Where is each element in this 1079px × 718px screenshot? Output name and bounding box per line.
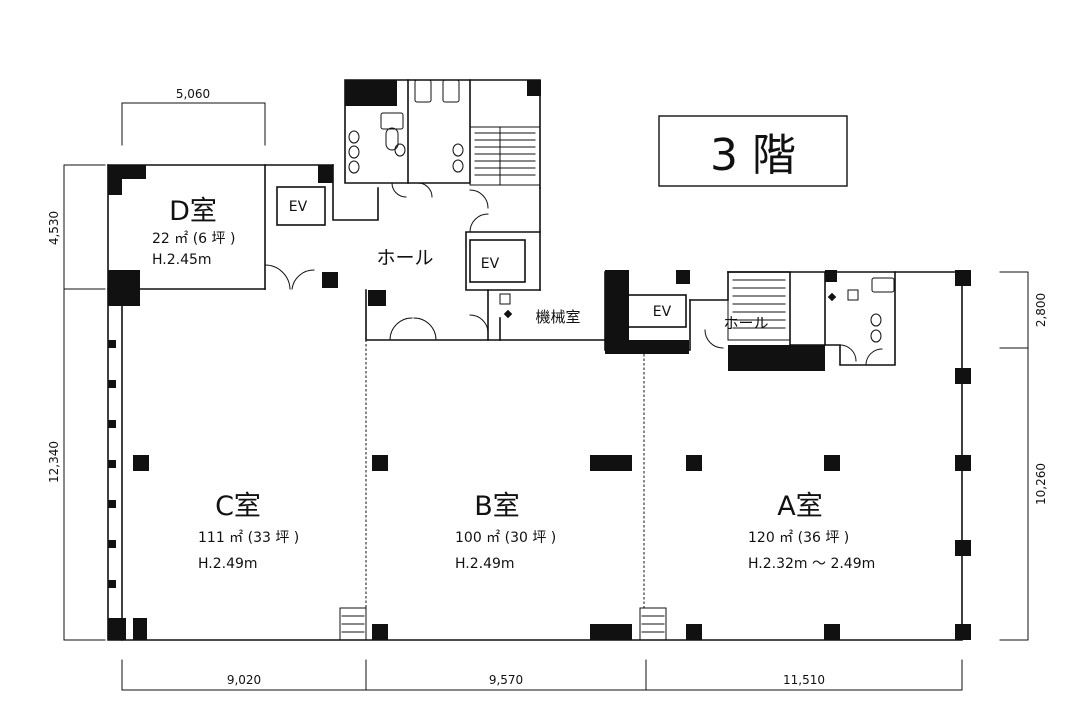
room-b-area: 100 ㎡ (30 坪 )	[455, 530, 556, 546]
room-a-height: H.2.32m 〜 2.49m	[748, 556, 875, 572]
hall-label: ホール	[376, 247, 433, 269]
room-a-area: 120 ㎡ (36 坪 )	[748, 530, 849, 546]
steps-c	[339, 607, 367, 641]
dim-top-d-width: 5,060	[176, 87, 210, 101]
room-d-area: 22 ㎡ (6 坪 )	[152, 231, 235, 247]
staircase-right	[727, 271, 791, 341]
dim-left-main-height: 12,340	[47, 441, 61, 483]
ev-label-1: EV	[289, 199, 308, 215]
dim-right-a-top: 2,800	[1034, 293, 1048, 327]
room-b-height: H.2.49m	[455, 556, 515, 572]
toilet-fixtures	[348, 79, 895, 343]
ev-label-2: EV	[481, 256, 500, 272]
columns	[108, 80, 971, 640]
floor-label-box	[658, 115, 848, 187]
ev-shaft-2	[469, 239, 526, 283]
ev-shaft-1	[276, 186, 326, 226]
ev-label-3: EV	[653, 304, 672, 320]
dim-right-a-main: 10,260	[1034, 463, 1048, 505]
steps-b	[639, 607, 667, 641]
staircase-upper	[469, 126, 541, 186]
room-c-height: H.2.49m	[198, 556, 258, 572]
room-dividers	[365, 339, 645, 611]
dim-bottom-c: 9,020	[227, 673, 261, 687]
dimension-lines	[63, 102, 1029, 691]
hall-small-label: ホール	[723, 314, 768, 332]
dim-bottom-a: 11,510	[783, 673, 825, 687]
room-d-height: H.2.45m	[152, 252, 212, 268]
floor-label: 3 階	[710, 130, 796, 181]
machine-room-label: 機械室	[535, 308, 580, 326]
door-swings	[264, 182, 883, 366]
room-c-name: C室	[215, 491, 261, 522]
room-d-name: D室	[169, 196, 217, 227]
dim-left-d-height: 4,530	[47, 211, 61, 245]
dim-bottom-b: 9,570	[489, 673, 523, 687]
room-b-name: B室	[474, 491, 520, 522]
room-a-name: A室	[777, 491, 822, 522]
room-c-area: 111 ㎡ (33 坪 )	[198, 530, 299, 546]
